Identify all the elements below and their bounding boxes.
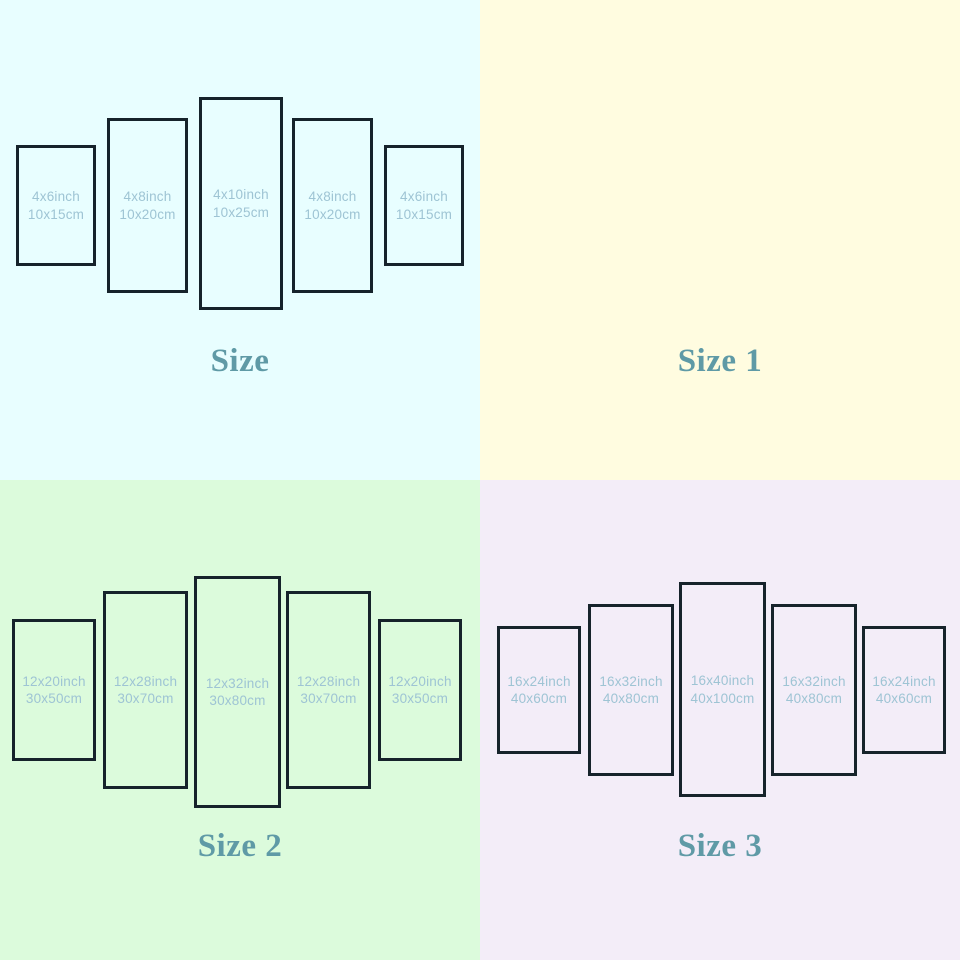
panel-size-centimeters: 40x100cm — [690, 690, 755, 706]
panel-size-label: 12x20inch 30x50cm — [22, 673, 85, 708]
panel-size-label: 16x24inch 40x60cm — [507, 673, 570, 708]
panel-size-centimeters: 10x15cm — [27, 206, 85, 222]
panel-size-inches: 16x40inch — [690, 673, 755, 689]
canvas-panel[interactable]: 16x24inch 40x60cm — [497, 626, 581, 754]
panel-size-centimeters: 30x50cm — [25, 691, 83, 706]
panel-size-inches: 16x32inch — [599, 673, 663, 689]
panel-size-centimeters: 40x60cm — [875, 691, 933, 706]
panel-size-inches: 12x20inch — [22, 673, 86, 689]
canvas-panel[interactable]: 12x28inch 30x70cm — [103, 591, 188, 789]
panel-size-centimeters: 10x15cm — [395, 206, 453, 222]
panel-size-centimeters: 30x80cm — [209, 693, 266, 708]
panel-size-centimeters: 10x25cm — [212, 204, 270, 220]
panel-group-size-2: 12x20inch 30x50cm 12x28inch 30x70cm 12x32inc… — [0, 480, 480, 960]
canvas-panel[interactable]: 12x20inch 30x50cm — [12, 619, 96, 761]
panel-size-inches: 4x8inch — [308, 189, 357, 205]
panel-size-inches: 12x28inch — [113, 673, 178, 689]
quadrant-title-size-base: Size — [210, 343, 270, 379]
panel-size-centimeters: 10x20cm — [119, 206, 176, 222]
panel-size-label: 16x24inch 40x60cm — [872, 673, 935, 708]
panel-size-centimeters: 40x80cm — [785, 691, 843, 706]
panel-size-centimeters: 10x20cm — [304, 206, 361, 222]
panel-size-inches: 12x32inch — [205, 675, 270, 691]
panel-size-centimeters: 30x70cm — [300, 691, 357, 706]
quadrant-title-size-1: Size 1 — [677, 343, 763, 379]
panel-size-centimeters: 30x70cm — [117, 691, 174, 706]
canvas-panel[interactable]: 16x32inch 40x80cm — [771, 604, 857, 776]
panel-size-label: 12x28inch 30x70cm — [114, 673, 177, 708]
panel-size-centimeters: 40x80cm — [602, 691, 660, 706]
panel-size-label: 12x28inch 30x70cm — [297, 673, 360, 708]
panel-size-inches: 12x28inch — [296, 673, 361, 689]
quadrant-size-2: 12x20inch 30x50cm 12x28inch 30x70cm 12x32inc… — [0, 480, 480, 960]
panel-size-inches: 4x8inch — [123, 189, 172, 205]
canvas-panel[interactable]: 16x24inch 40x60cm — [862, 626, 946, 754]
panel-group-size-3: 16x24inch 40x60cm 16x32inch 40x80cm 16x40inc… — [480, 480, 960, 960]
panel-size-inches: 4x6inch — [32, 189, 80, 205]
panel-size-centimeters: 30x50cm — [391, 691, 449, 706]
quadrant-size-1: 8x14inch20x35cm8x18inch20x45cm8x22inch20… — [480, 0, 960, 480]
canvas-panel[interactable]: 12x28inch 30x70cm — [286, 591, 371, 789]
panel-size-label: 12x32inch 30x80cm — [206, 675, 269, 710]
panel-size-inches: 16x24inch — [507, 673, 571, 689]
panel-size-inches: 4x10inch — [213, 187, 269, 203]
canvas-panel[interactable]: 12x20inch 30x50cm — [378, 619, 462, 761]
panel-size-inches: 4x6inch — [400, 189, 448, 205]
canvas-panel[interactable]: 12x32inch 30x80cm — [194, 576, 281, 808]
quadrant-title-size-2: Size 2 — [197, 828, 283, 864]
quadrant-size-3: 16x24inch 40x60cm 16x32inch 40x80cm 16x40inc… — [480, 480, 960, 960]
panel-size-inches: 12x20inch — [388, 673, 452, 689]
panel-size-label: 16x32inch 40x80cm — [782, 673, 845, 708]
quadrant-title-size-3: Size 3 — [677, 828, 763, 864]
panel-size-inches: 16x24inch — [872, 673, 936, 689]
canvas-panel[interactable]: 16x32inch 40x80cm — [588, 604, 674, 776]
panel-size-centimeters: 40x60cm — [510, 691, 568, 706]
panel-size-inches: 16x32inch — [782, 673, 846, 689]
panel-size-label: 12x20inch 30x50cm — [388, 673, 451, 708]
panel-group-size-1: 8x14inch20x35cm8x18inch20x45cm8x22inch20… — [480, 0, 960, 480]
panel-size-label: 16x32inch 40x80cm — [599, 673, 662, 708]
